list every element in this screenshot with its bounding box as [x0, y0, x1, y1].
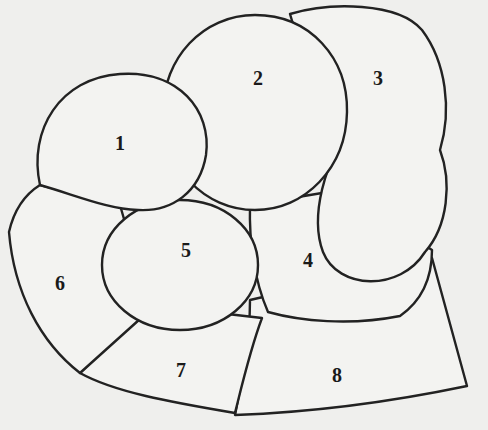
- chamber-number: 5: [181, 240, 191, 260]
- chamber-number: 2: [253, 68, 263, 88]
- chamber-wall: [163, 15, 347, 210]
- chamber-number: 1: [115, 133, 125, 153]
- chamber-number: 3: [373, 68, 383, 88]
- chamber-wall: [38, 74, 207, 210]
- chamber-wall: [250, 190, 432, 322]
- chamber-number: 7: [176, 360, 186, 380]
- chamber-wall: [80, 305, 262, 413]
- chamber-wall: [235, 258, 467, 415]
- shell-chamber: 1: [25, 68, 215, 218]
- chamber-number: 8: [332, 365, 342, 385]
- chamber-outline: [100, 196, 264, 334]
- chamber-number: 4: [303, 250, 313, 270]
- shell-chamber: 5: [100, 196, 264, 334]
- chamber-wall: [102, 200, 258, 330]
- chamber-number: 6: [55, 273, 65, 293]
